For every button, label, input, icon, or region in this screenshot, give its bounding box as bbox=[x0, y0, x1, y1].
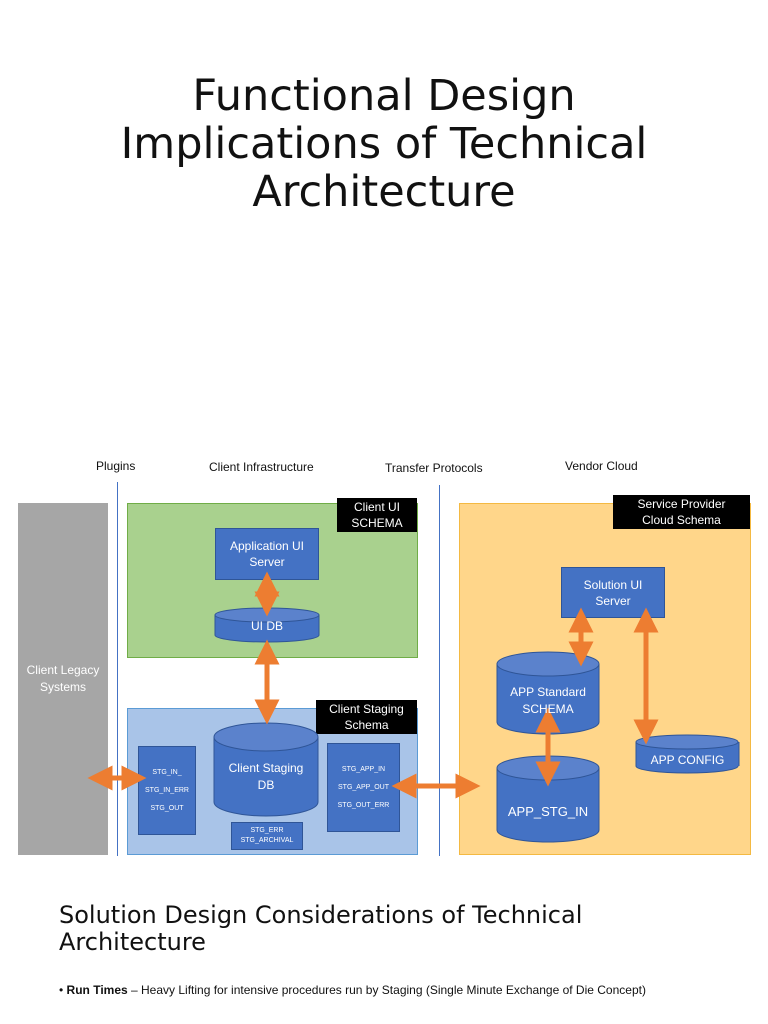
stg-archival-label: STG_ARCHIVAL bbox=[240, 837, 294, 844]
bullet-bold-label: Run Times bbox=[66, 983, 128, 997]
bullet-run-times: • Run Times – Heavy Lifting for intensiv… bbox=[59, 983, 759, 997]
section-heading: Solution Design Considerations of Techni… bbox=[59, 902, 749, 956]
header-client-infrastructure: Client Infrastructure bbox=[209, 460, 314, 474]
legacy-systems-panel: Client Legacy Systems bbox=[18, 503, 108, 855]
staging-app-box: STG_APP_IN STG_APP_OUT STG_OUT_ERR bbox=[327, 743, 400, 832]
stg-err-label: STG_ERR bbox=[250, 827, 284, 834]
app-config-cylinder bbox=[635, 734, 740, 774]
app-standard-schema-label: APP Standard SCHEMA bbox=[510, 685, 586, 716]
bullet-text: – Heavy Lifting for intensive procedures… bbox=[127, 983, 646, 997]
section-heading-line-1: Solution Design Considerations of Techni… bbox=[59, 901, 583, 929]
separator-line-transfer bbox=[439, 485, 440, 856]
ui-db-label: UI DB bbox=[250, 619, 283, 633]
header-transfer-protocols: Transfer Protocols bbox=[385, 461, 483, 475]
legacy-systems-label: Client Legacy Systems bbox=[26, 663, 100, 694]
diagram-shapes bbox=[87, 571, 740, 843]
stg-app-in-label: STG_APP_IN bbox=[341, 765, 386, 773]
section-heading-line-2: Architecture bbox=[59, 928, 206, 956]
title-line-1: Functional Design bbox=[192, 71, 576, 121]
stg-out-label: STG_OUT bbox=[150, 804, 184, 812]
bullet-marker: • bbox=[59, 983, 64, 997]
title-line-2: Implications of Technical bbox=[120, 119, 648, 169]
staging-in-box: STG_IN_ STG_IN_ERR STG_OUT bbox=[138, 746, 196, 835]
header-vendor-cloud: Vendor Cloud bbox=[565, 459, 638, 473]
application-ui-server-box: Application UI Server bbox=[215, 528, 319, 580]
service-provider-tag: Service Provider Cloud Schema bbox=[613, 495, 750, 529]
client-ui-schema-tag: Client UI SCHEMA bbox=[337, 498, 417, 532]
header-plugins: Plugins bbox=[96, 459, 136, 473]
app-config-label: APP CONFIG bbox=[650, 753, 725, 767]
separator-line-plugins bbox=[117, 482, 118, 856]
staging-archival-box: STG_ERR STG_ARCHIVAL bbox=[231, 822, 303, 850]
client-staging-db-label: Client Staging DB bbox=[228, 761, 304, 792]
slide-title: Functional Design Implications of Techni… bbox=[0, 72, 768, 216]
architecture-diagram: Plugins Client Infrastructure Transfer P… bbox=[0, 450, 768, 870]
stg-in-err-label: STG_IN_ERR bbox=[145, 786, 189, 794]
client-staging-schema-tag: Client Staging Schema bbox=[316, 700, 417, 734]
app-stg-in-label: APP_STG_IN bbox=[507, 804, 589, 819]
title-line-3: Architecture bbox=[252, 167, 516, 217]
stg-app-out-label: STG_APP_OUT bbox=[338, 783, 389, 791]
stg-out-err-label: STG_OUT_ERR bbox=[337, 801, 390, 809]
client-staging-db-cylinder bbox=[213, 722, 319, 817]
stg-in-label: STG_IN_ bbox=[152, 768, 182, 776]
